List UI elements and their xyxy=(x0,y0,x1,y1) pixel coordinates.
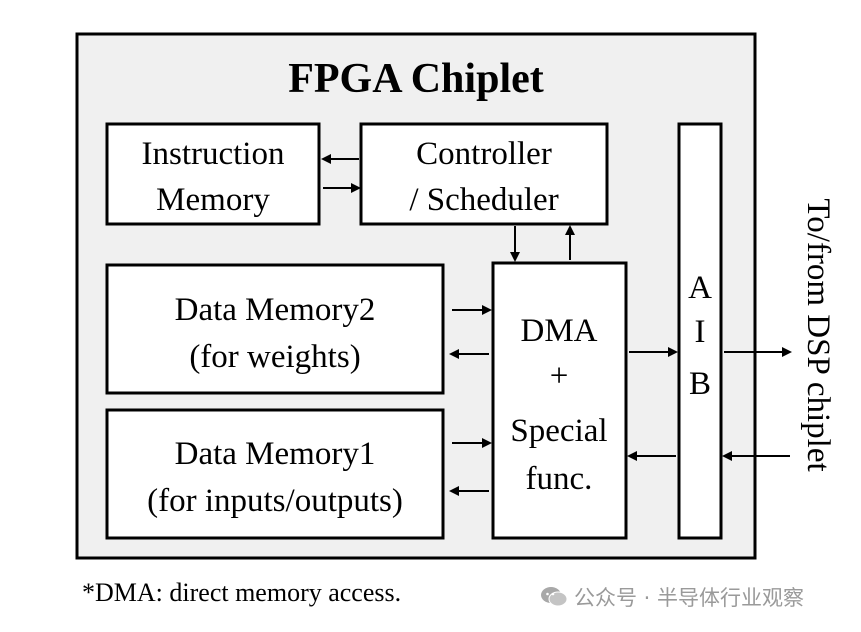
aib-label-b: B xyxy=(689,366,711,402)
dma-label-4: func. xyxy=(526,461,593,497)
dma-special-func-block: DMA + Special func. xyxy=(491,261,628,540)
dma-label-2: + xyxy=(550,358,569,394)
wechat-icon xyxy=(541,587,568,607)
controller-label-2: / Scheduler xyxy=(409,182,558,218)
aib-label-i: I xyxy=(695,314,706,350)
dma-label-1: DMA xyxy=(520,313,597,349)
controller-label-1: Controller xyxy=(416,136,552,172)
dma-footnote: *DMA: direct memory access. xyxy=(82,578,402,607)
instruction-memory-label-2: Memory xyxy=(156,182,270,218)
data-memory2-block: Data Memory2 (for weights) xyxy=(105,263,445,395)
data-memory1-label-1: Data Memory1 xyxy=(175,436,376,472)
watermark: 公众号 · 半导体行业观察 xyxy=(540,582,804,612)
data-memory2-label-2: (for weights) xyxy=(189,339,360,375)
watermark-text: 公众号 · 半导体行业观察 xyxy=(574,586,805,610)
dsp-chiplet-label: To/from DSP chiplet xyxy=(800,198,836,471)
aib-label-a: A xyxy=(688,270,712,306)
chiplet-title: FPGA Chiplet xyxy=(288,56,544,102)
data-memory1-label-2: (for inputs/outputs) xyxy=(147,483,403,519)
instruction-memory-block: Instruction Memory xyxy=(105,122,321,226)
data-memory1-block: Data Memory1 (for inputs/outputs) xyxy=(105,408,445,540)
aib-block: A I B xyxy=(677,122,723,540)
controller-scheduler-block: Controller / Scheduler xyxy=(359,122,609,226)
instruction-memory-label-1: Instruction xyxy=(142,136,285,172)
dma-label-3: Special xyxy=(510,413,607,449)
data-memory2-label-1: Data Memory2 xyxy=(175,292,376,328)
